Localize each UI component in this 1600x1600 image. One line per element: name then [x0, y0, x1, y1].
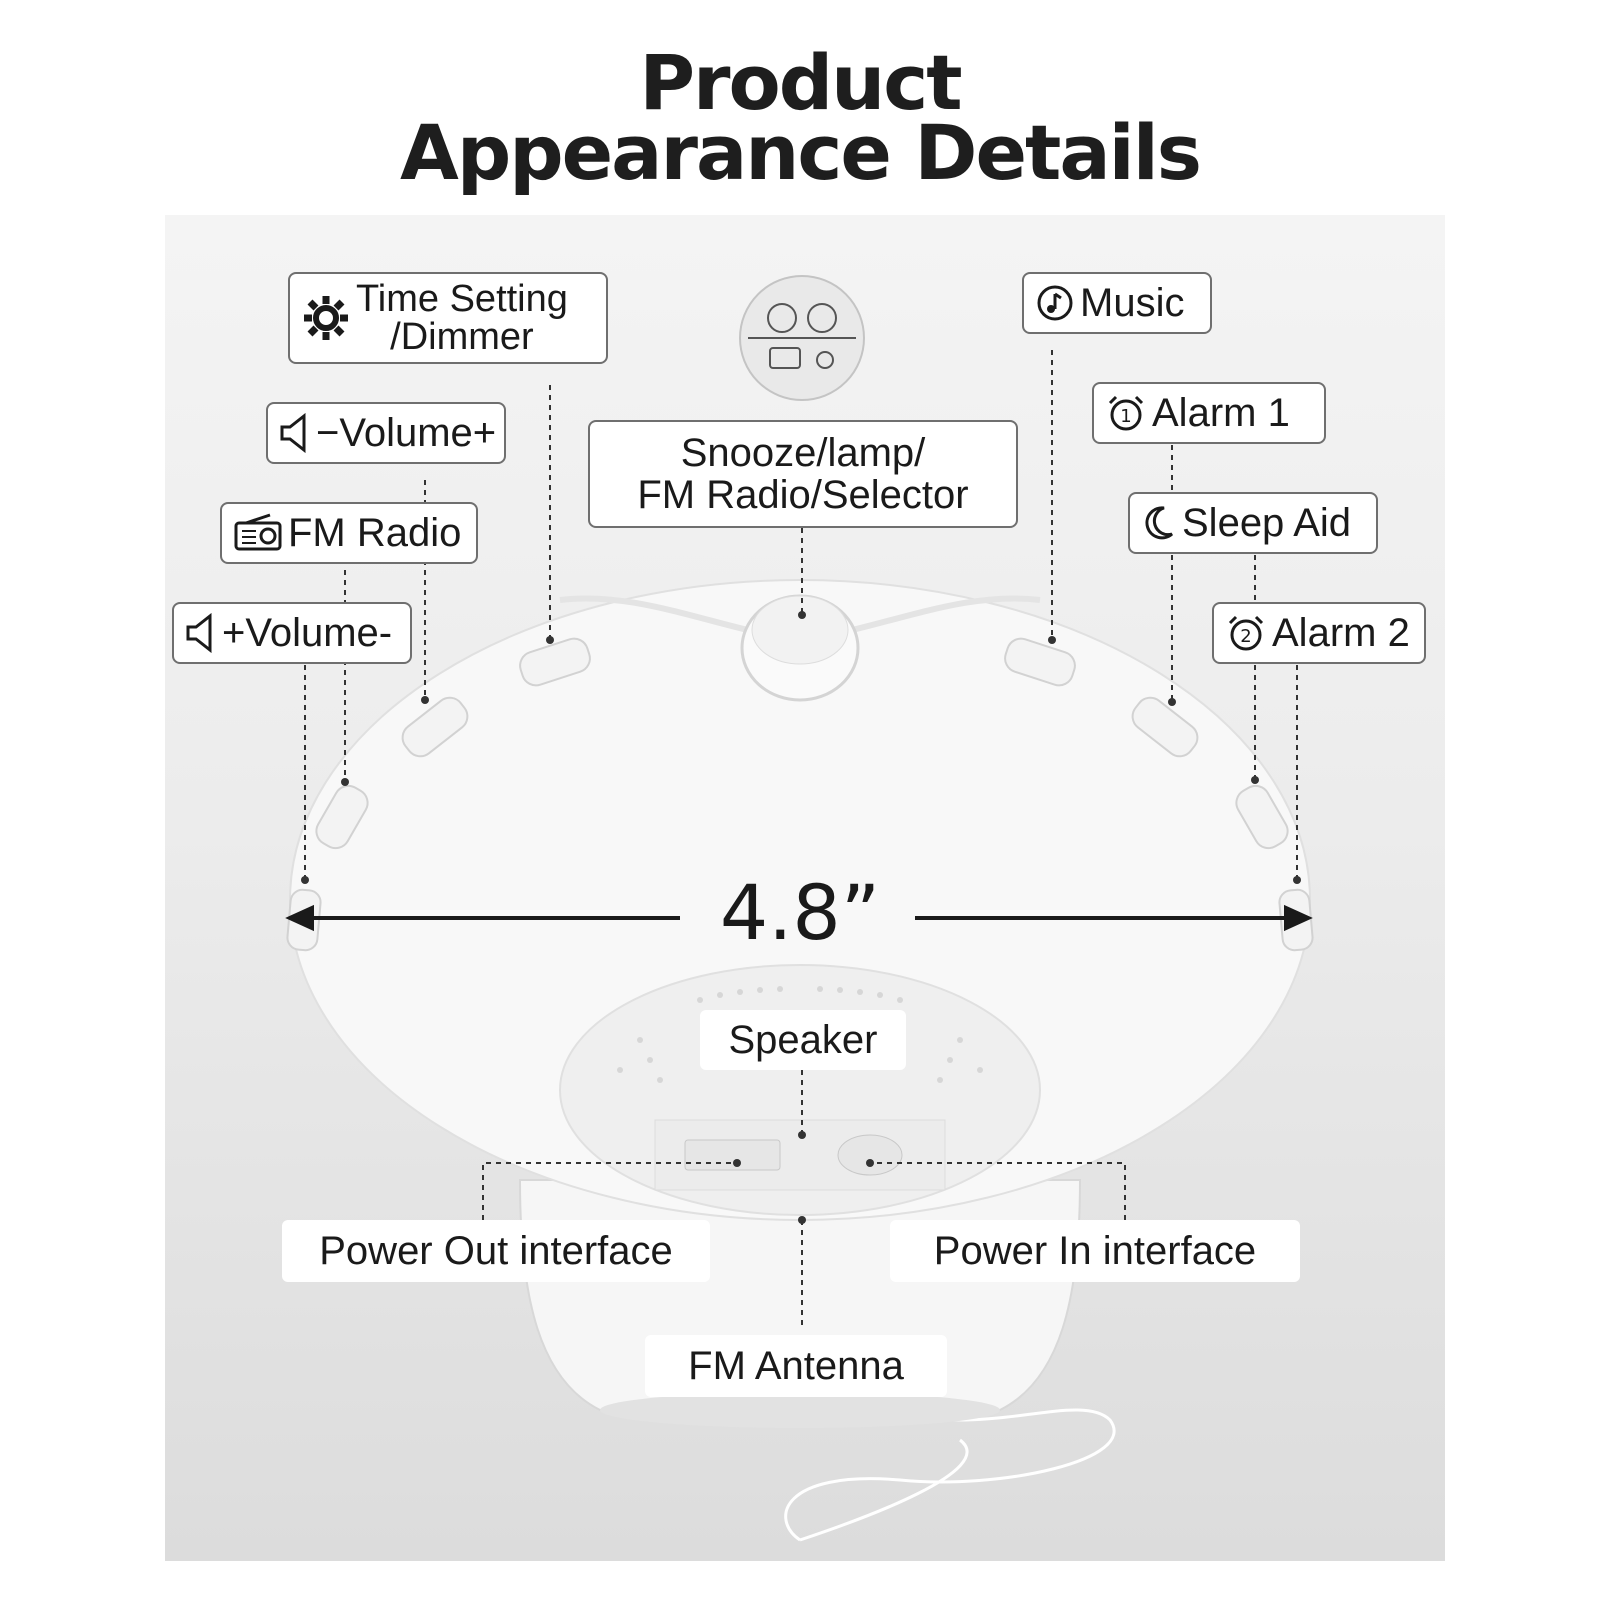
label-snooze: Snooze/lamp/ FM Radio/Selector [588, 420, 1018, 528]
leader-lines [304, 350, 1298, 1330]
label-volume-minus-plus: −Volume+ [266, 402, 506, 464]
label-volume-plus-minus: +Volume- [172, 602, 412, 664]
label-power-out: Power Out interface [282, 1220, 710, 1282]
dimension-width-label: 4.8” [719, 868, 881, 957]
heading-line-1: Product [639, 38, 962, 127]
label-music: Music [1022, 272, 1212, 334]
volume-minus-plus-text: −Volume+ [316, 411, 497, 455]
snooze-line-2: FM Radio/Selector [637, 473, 969, 517]
alarm-2-text: Alarm 2 [1272, 611, 1410, 655]
time-setting-line-2: /Dimmer [390, 316, 534, 358]
knob-legend-icon [739, 275, 865, 401]
label-alarm-2: 2 Alarm 2 [1212, 602, 1426, 664]
label-power-in: Power In interface [890, 1220, 1300, 1282]
label-fm-antenna: FM Antenna [645, 1335, 947, 1397]
moon-icon [1142, 504, 1176, 542]
label-time-setting: Time Setting /Dimmer [288, 272, 608, 364]
time-setting-line-1: Time Setting [356, 278, 568, 320]
speaker-icon [186, 613, 216, 653]
svg-text:2: 2 [1240, 626, 1251, 647]
fm-radio-text: FM Radio [288, 511, 462, 555]
label-sleep-aid: Sleep Aid [1128, 492, 1378, 554]
svg-text:1: 1 [1120, 406, 1131, 427]
gear-icon [302, 294, 350, 342]
label-alarm-1: 1 Alarm 1 [1092, 382, 1326, 444]
alarm-clock-icon: 2 [1226, 613, 1266, 653]
speaker-grille [617, 986, 983, 1083]
snooze-line-1: Snooze/lamp/ [680, 431, 926, 475]
music-note-icon [1036, 284, 1074, 322]
heading-line-2: Appearance Details [400, 108, 1202, 197]
radio-icon [234, 513, 282, 553]
label-speaker: Speaker [700, 1010, 906, 1070]
usb-port [684, 1139, 781, 1171]
speaker-icon [280, 413, 310, 453]
label-fm-radio: FM Radio [220, 502, 478, 564]
alarm-1-text: Alarm 1 [1152, 391, 1290, 435]
music-text: Music [1080, 281, 1185, 325]
volume-plus-minus-text: +Volume- [222, 611, 393, 655]
leader-dots [301, 611, 1301, 1224]
sleep-aid-text: Sleep Aid [1182, 501, 1352, 545]
dimension-arrow [285, 904, 1313, 932]
dc-port [837, 1134, 903, 1176]
alarm-clock-icon: 1 [1106, 393, 1146, 433]
